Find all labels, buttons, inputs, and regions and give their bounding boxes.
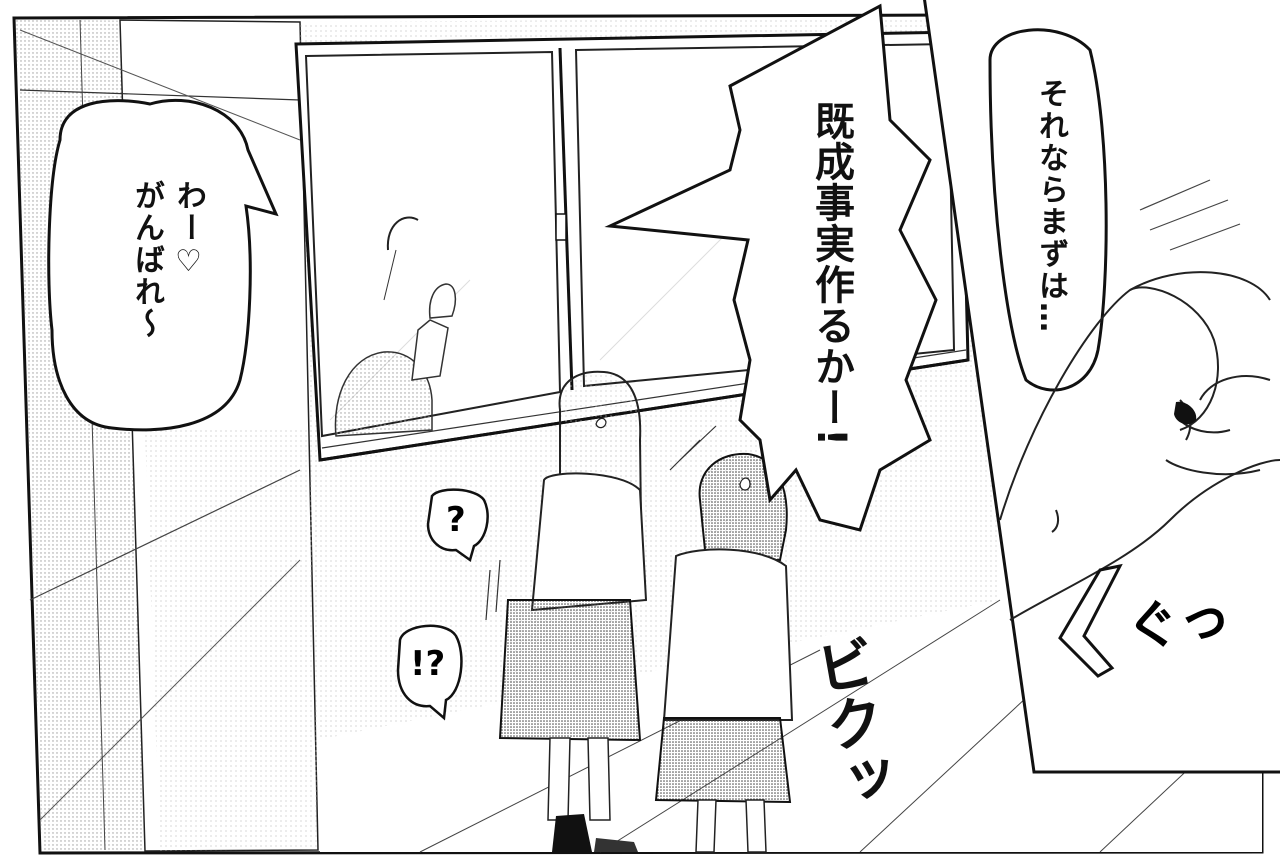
bubble-inset-text: それならまずは… [1033, 78, 1068, 334]
speech-bubble-inset [988, 28, 1108, 392]
speech-bubble-left [47, 98, 279, 432]
bubble-shout-text: 既成事実作るかー! [808, 100, 854, 448]
main-panel [12, 3, 1264, 855]
inset-motion-lines [1139, 179, 1241, 251]
sfx-question: ? [446, 500, 466, 540]
sfx-exclaim: !? [410, 644, 446, 684]
fist-illustration [999, 271, 1280, 621]
exclaim-bubble [396, 624, 463, 721]
motion-lines [485, 425, 717, 621]
sfx-gu-shape [1058, 563, 1123, 678]
bubble-left-text-line2: がんばれ～ [129, 180, 164, 340]
sfx-gu: ぐっ [1123, 586, 1235, 660]
girl-long-hair [498, 370, 648, 852]
girl-short-hair [654, 452, 794, 853]
question-bubble [426, 488, 489, 563]
bubble-left-text-line1: わー♡ [171, 180, 206, 281]
speech-bubble-shout [604, 3, 938, 532]
inset-panel [923, 0, 1280, 774]
figure-behind-window [334, 216, 457, 437]
